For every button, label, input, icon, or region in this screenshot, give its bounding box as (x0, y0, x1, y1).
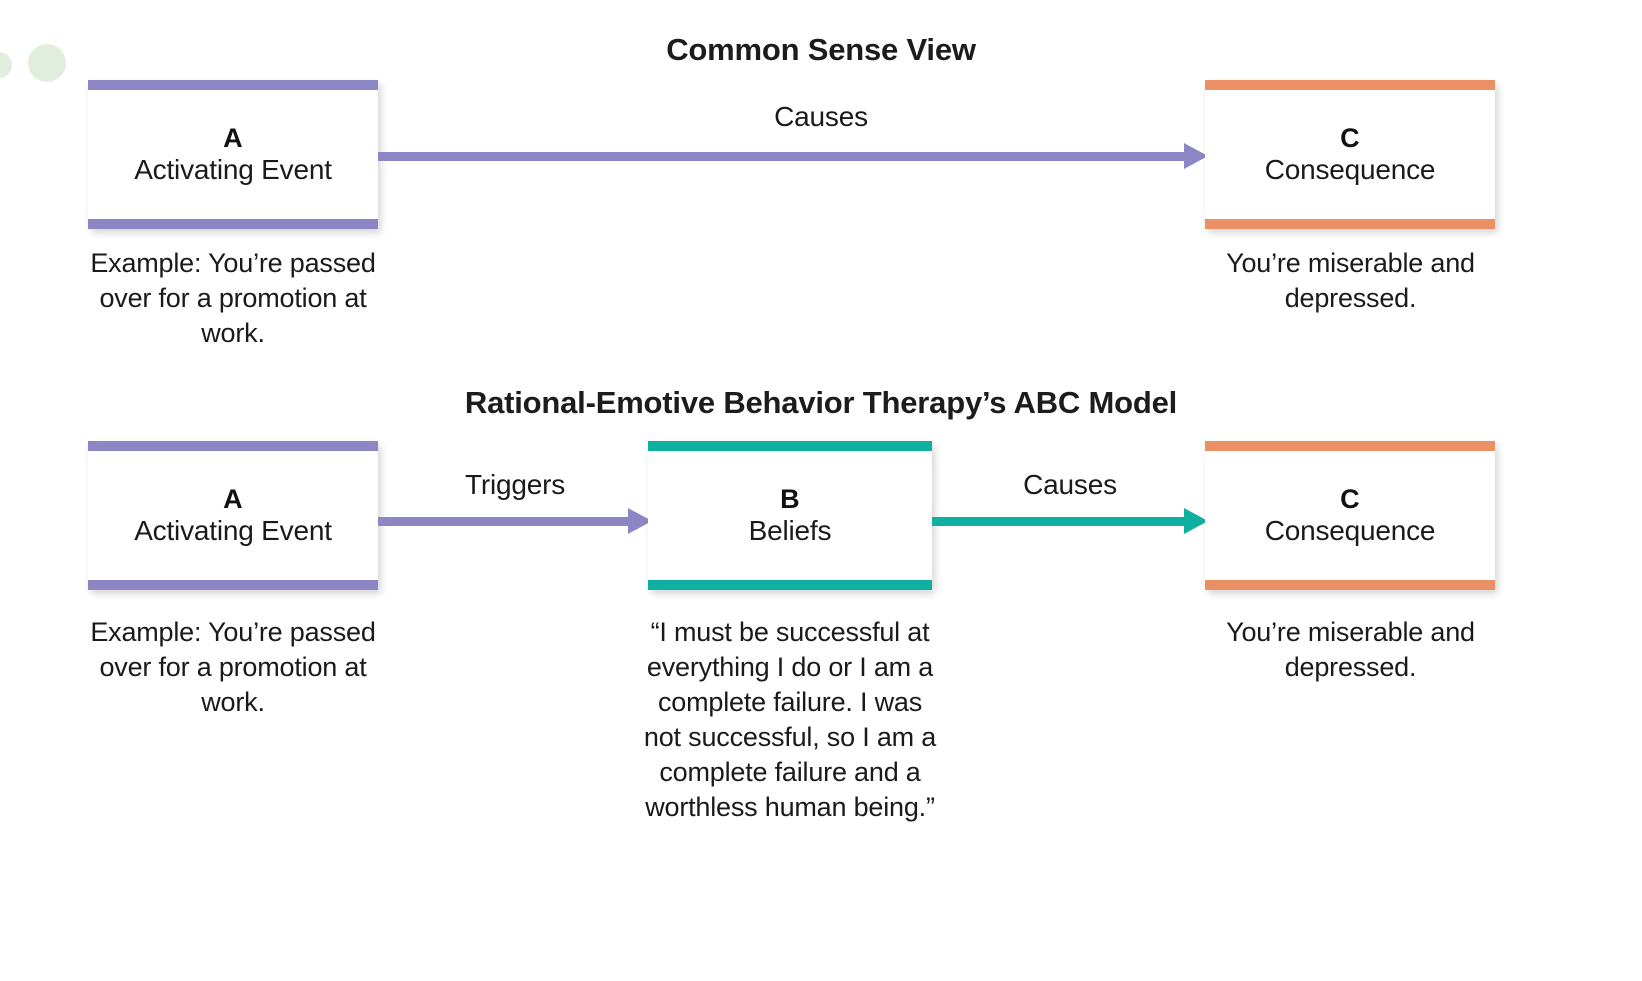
caption-activating-event-common-sense: Example: You’re passed over for a promot… (90, 248, 376, 349)
arrow-head (1184, 508, 1208, 534)
node-top-accent-bar (88, 441, 378, 451)
section-title-common-sense: Common Sense View (666, 32, 976, 67)
caption-consequence-common-sense: You’re miserable and depressed. (1226, 248, 1475, 314)
caption-activating-event-abc: Example: You’re passed over for a promot… (90, 617, 376, 718)
node-bottom-accent-bar (88, 219, 378, 229)
node-bottom-accent-bar (88, 580, 378, 590)
arrow-label-causes-common-sense: Causes (774, 101, 868, 132)
arrow-label-causes-abc: Causes (1023, 469, 1117, 500)
node-consequence-abc: C Consequence (1205, 441, 1495, 590)
node-body: C Consequence (1205, 90, 1495, 219)
node-letter: B (780, 483, 800, 514)
node-body: B Beliefs (648, 451, 932, 580)
node-body: A Activating Event (88, 451, 378, 580)
section-title-abc-model: Rational-Emotive Behavior Therapy’s ABC … (464, 385, 1178, 420)
caption-beliefs-abc: “I must be successful at everything I do… (643, 617, 937, 823)
node-label: Beliefs (748, 514, 832, 546)
node-top-accent-bar (88, 80, 378, 90)
arrow-label-triggers-abc: Triggers (464, 469, 566, 500)
arrow-shaft (932, 517, 1184, 526)
arrow-shaft (378, 152, 1184, 161)
node-top-accent-bar (1205, 441, 1495, 451)
node-letter: C (1340, 122, 1360, 153)
node-body: C Consequence (1205, 451, 1495, 580)
node-bottom-accent-bar (648, 580, 932, 590)
caption-consequence-abc: You’re miserable and depressed. (1226, 617, 1475, 683)
node-label: Activating Event (134, 514, 332, 546)
node-activating-event-common-sense: A Activating Event (88, 80, 378, 229)
node-body: A Activating Event (88, 90, 378, 219)
node-beliefs-abc: B Beliefs (648, 441, 932, 590)
node-label: Activating Event (134, 153, 332, 185)
node-activating-event-abc: A Activating Event (88, 441, 378, 590)
node-top-accent-bar (648, 441, 932, 451)
node-letter: A (223, 122, 243, 153)
node-consequence-common-sense: C Consequence (1205, 80, 1495, 229)
node-bottom-accent-bar (1205, 580, 1495, 590)
node-top-accent-bar (1205, 80, 1495, 90)
node-letter: C (1340, 483, 1360, 514)
decorative-circle-large (28, 44, 66, 82)
node-letter: A (223, 483, 243, 514)
node-label: Consequence (1264, 153, 1436, 185)
arrow-head (1184, 143, 1208, 169)
arrow-shaft (378, 517, 628, 526)
decorative-circle-small (0, 52, 12, 78)
node-bottom-accent-bar (1205, 219, 1495, 229)
node-label: Consequence (1264, 514, 1436, 546)
